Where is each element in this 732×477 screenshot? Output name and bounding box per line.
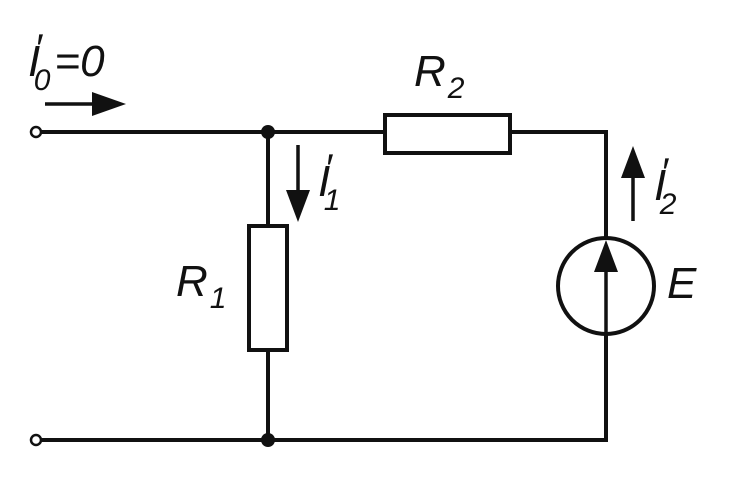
- i0-arrow-head: [92, 92, 126, 116]
- current-arrow-i1: [286, 145, 310, 222]
- i1-arrow-head: [286, 190, 310, 222]
- junction-node-bottom: [261, 433, 275, 447]
- i2-arrow-head: [621, 146, 645, 178]
- label-i2: I′2: [654, 151, 677, 221]
- label-e: E: [667, 259, 697, 308]
- input-terminal-bottom: [29, 433, 43, 447]
- current-arrow-i0: [45, 92, 126, 116]
- source-arrow-head: [594, 240, 618, 272]
- input-terminal-top: [29, 125, 43, 139]
- resistor-r2: [383, 113, 512, 155]
- label-r1: R1: [176, 257, 226, 315]
- resistor-r1: [247, 224, 289, 352]
- junction-node-top: [261, 125, 275, 139]
- label-r2: R2: [414, 47, 465, 105]
- label-i1: I′1: [318, 147, 340, 217]
- current-arrow-i2: [621, 146, 645, 221]
- voltage-source-e: [556, 236, 656, 336]
- label-i0: I′0=0: [28, 27, 105, 97]
- wires: [40, 130, 608, 442]
